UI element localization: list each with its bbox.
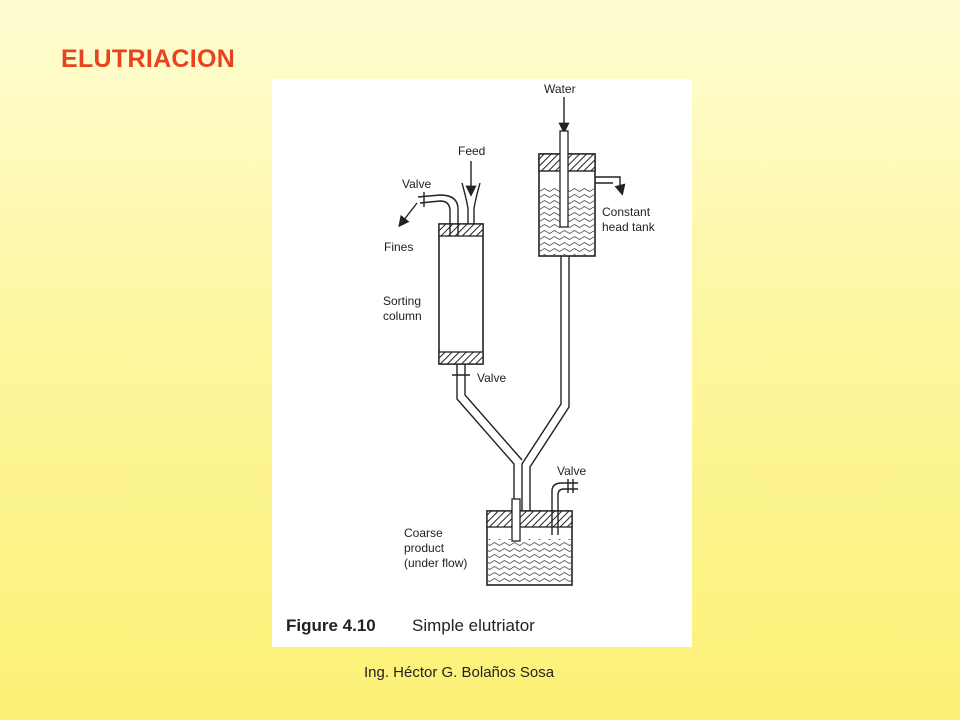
label-valve-middle: Valve [477, 371, 506, 385]
caption-figure-number: Figure 4.10 [286, 616, 376, 635]
label-column: column [383, 309, 422, 323]
figure-panel: Water Constant head tank Feed [272, 79, 692, 647]
constant-head-tank: Constant head tank [538, 130, 656, 257]
water-downpipe [521, 256, 570, 519]
sorting-column: Sorting column [383, 223, 484, 365]
label-constant: Constant [602, 205, 651, 219]
label-feed: Feed [458, 144, 485, 158]
water-inlet: Water [544, 82, 576, 134]
figure-caption: Figure 4.10 Simple elutriator [286, 616, 535, 635]
column-underflow-pipe: Valve [452, 364, 523, 519]
coarse-product-tank: Valve Coarse product (under flow) [404, 464, 586, 586]
elutriator-diagram: Water Constant head tank Feed [286, 82, 656, 635]
label-head-tank: head tank [602, 220, 656, 234]
label-fines: Fines [384, 240, 413, 254]
label-valve-bottom: Valve [557, 464, 586, 478]
feed-inlet: Feed [458, 144, 485, 233]
label-product: product [404, 541, 445, 555]
slide-footer: Ing. Héctor G. Bolaños Sosa [364, 664, 555, 681]
label-water: Water [544, 82, 576, 96]
fines-outlet: Valve Fines [384, 177, 459, 254]
label-sorting: Sorting [383, 294, 421, 308]
label-coarse: Coarse [404, 526, 443, 540]
label-valve-top: Valve [402, 177, 431, 191]
caption-figure-title: Simple elutriator [412, 616, 535, 635]
label-under-flow: (under flow) [404, 556, 467, 570]
slide-title: ELUTRIACION [61, 45, 236, 73]
